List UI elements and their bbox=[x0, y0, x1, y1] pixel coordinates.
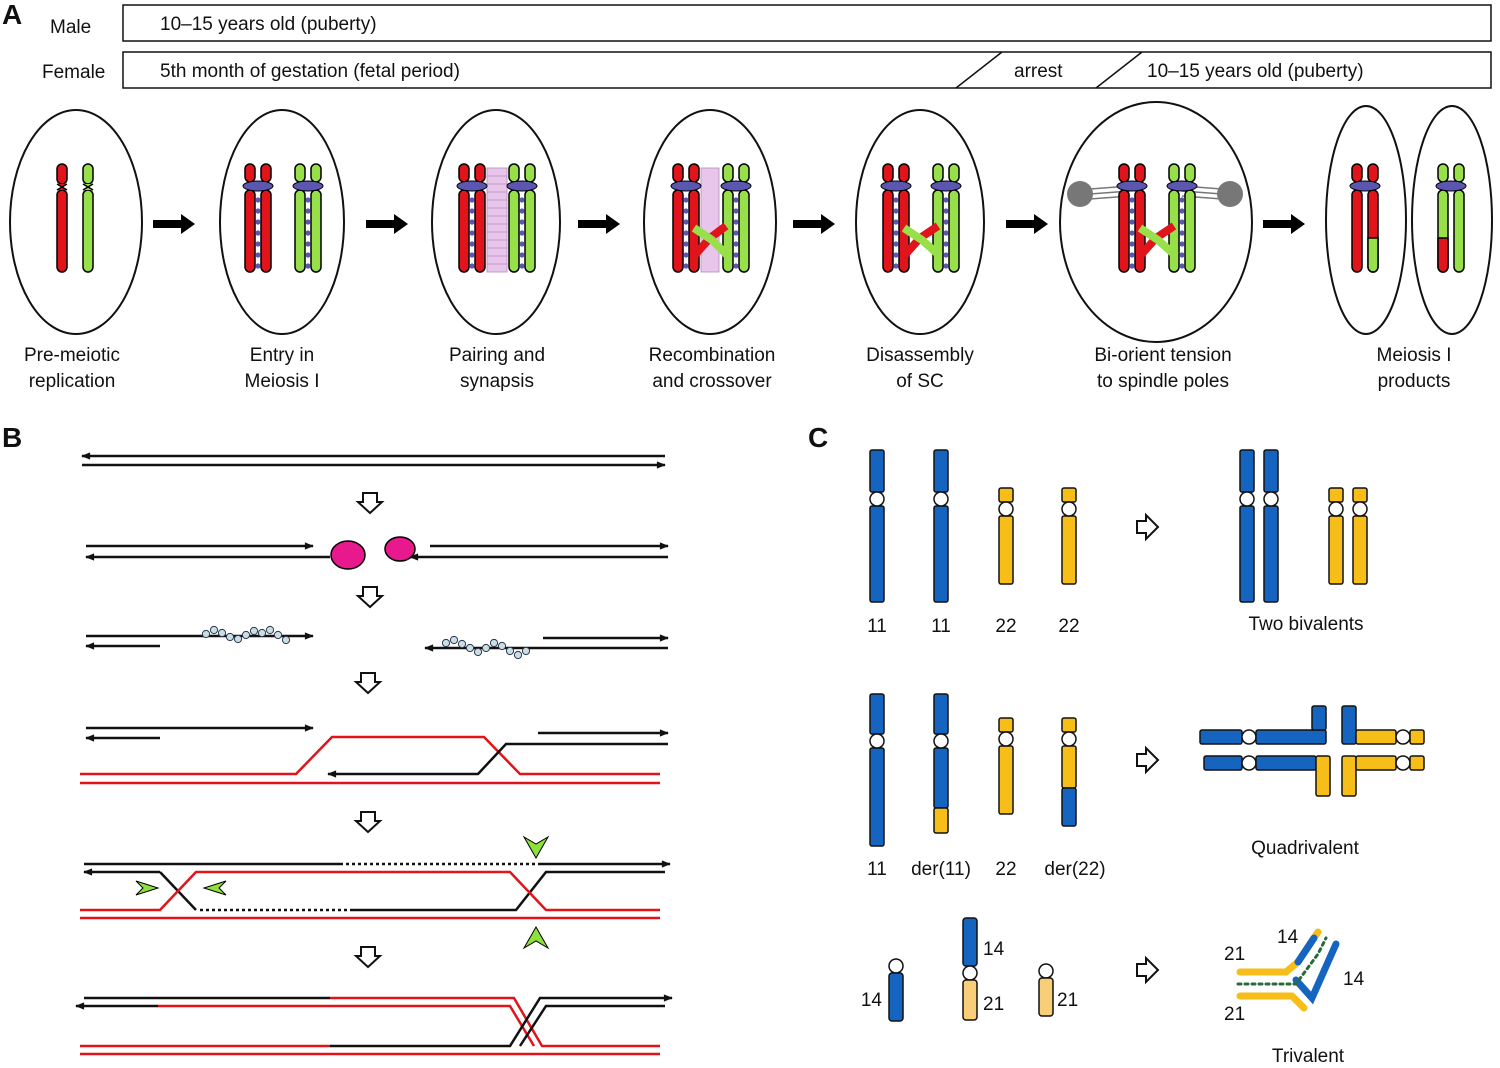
stage-2-label-line1: Entry in bbox=[250, 345, 314, 366]
stage-3-label-line2: synapsis bbox=[460, 371, 534, 392]
crossover-green bbox=[691, 224, 731, 259]
spindle-pole-left bbox=[1067, 181, 1093, 207]
panel-a-letter: A bbox=[2, 0, 22, 30]
trivalent bbox=[1236, 928, 1340, 1012]
stage-7-label-line2: products bbox=[1378, 371, 1451, 392]
stage-6-label-line1: Bi-orient tension bbox=[1094, 345, 1231, 366]
intact-duplex bbox=[81, 452, 666, 469]
stage-2-label-line2: Meiosis I bbox=[245, 371, 320, 392]
stage-5-label-line2: of SC bbox=[896, 371, 944, 392]
spo11-right bbox=[384, 536, 416, 562]
trivalent-label-21-bottom: 21 bbox=[1224, 1004, 1245, 1025]
stage-labels: Pre-meiotic replication Entry in Meiosis… bbox=[24, 345, 1452, 392]
step-arrow-2 bbox=[357, 586, 383, 608]
panel-b-letter: B bbox=[2, 422, 22, 453]
timeline: Male 10–15 years old (puberty) Female 5t… bbox=[42, 4, 1492, 89]
female-timeline-bar bbox=[122, 51, 1492, 89]
row1-label-4: 22 bbox=[1058, 616, 1079, 637]
male-timeline-bar bbox=[122, 4, 1492, 42]
row3-label-3: 21 bbox=[983, 994, 1004, 1015]
resected-ends bbox=[85, 632, 669, 652]
panel-b: B bbox=[2, 422, 673, 1056]
strand-invasion bbox=[80, 724, 669, 785]
row3-label-1: 14 bbox=[861, 990, 883, 1011]
red-chromosome bbox=[56, 163, 68, 273]
step-arrow-1 bbox=[357, 492, 383, 514]
stage-2-cell bbox=[219, 109, 345, 335]
stage-4-cell bbox=[643, 109, 777, 335]
synaptonemal-complex bbox=[486, 167, 508, 273]
row1-chromosomes bbox=[869, 449, 1077, 603]
stage-5-label-line1: Disassembly bbox=[866, 345, 974, 366]
stage-arrow-5 bbox=[1006, 214, 1048, 234]
female-start-text: 5th month of gestation (fetal period) bbox=[160, 61, 460, 82]
male-timeline-text: 10–15 years old (puberty) bbox=[160, 14, 377, 35]
stage-4-label-line1: Recombination bbox=[649, 345, 776, 366]
row2-chromosomes bbox=[869, 693, 1077, 847]
stage-6-cell bbox=[1059, 101, 1253, 343]
female-end-text: 10–15 years old (puberty) bbox=[1147, 61, 1364, 82]
stage-7-cells bbox=[1325, 105, 1493, 335]
step-arrow-5 bbox=[355, 946, 381, 968]
row1-label-3: 22 bbox=[995, 616, 1016, 637]
stage-5-cell bbox=[855, 109, 985, 335]
row1-label-1: 11 bbox=[867, 616, 887, 637]
two-bivalents bbox=[1239, 449, 1368, 603]
stage-arrow-4 bbox=[793, 214, 835, 234]
spindle-pole-right bbox=[1217, 181, 1243, 207]
step-arrow-4 bbox=[355, 811, 381, 833]
stage-1-label-line2: replication bbox=[29, 371, 116, 392]
male-label: Male bbox=[50, 17, 91, 38]
row2-label-4: der(22) bbox=[1044, 859, 1105, 880]
row1-arrow bbox=[1136, 514, 1159, 540]
trivalent-label-21-top: 21 bbox=[1224, 944, 1245, 965]
row2-label-1: 11 bbox=[867, 859, 887, 880]
step-arrow-3 bbox=[355, 672, 381, 694]
trivalent-label: Trivalent bbox=[1272, 1046, 1345, 1067]
row3-label-4: 21 bbox=[1057, 990, 1078, 1011]
stage-arrow-3 bbox=[578, 214, 620, 234]
stage-6-label-line2: to spindle poles bbox=[1097, 371, 1229, 392]
row3-chromosomes bbox=[888, 917, 1054, 1022]
row2-arrow bbox=[1136, 747, 1159, 773]
row1-label-2: 11 bbox=[931, 616, 951, 637]
female-label: Female bbox=[42, 62, 105, 83]
double-strand-break bbox=[85, 542, 669, 561]
spo11-left bbox=[330, 540, 366, 570]
quadrivalent bbox=[1199, 705, 1425, 797]
female-arrest-text: arrest bbox=[1014, 61, 1063, 82]
trivalent-label-14-right: 14 bbox=[1343, 969, 1365, 990]
stage-1-label-line1: Pre-meiotic bbox=[24, 345, 120, 366]
row3-arrow bbox=[1136, 957, 1159, 983]
stage-3-label-line1: Pairing and bbox=[449, 345, 545, 366]
stage-3-cell bbox=[431, 109, 561, 335]
cleavage-arrowhead-1 bbox=[135, 880, 160, 896]
crossover-product bbox=[75, 994, 673, 1056]
row2-label-3: 22 bbox=[995, 859, 1016, 880]
double-holliday-junction bbox=[80, 835, 671, 950]
stage-4-label-line2: and crossover bbox=[652, 371, 772, 392]
row2-label-2: der(11) bbox=[911, 859, 971, 880]
arrest-break-left bbox=[955, 51, 1003, 89]
stage-1-cell bbox=[9, 109, 143, 335]
green-chromosome bbox=[82, 163, 94, 273]
panel-a: A Male 10–15 years old (puberty) Female … bbox=[2, 0, 1493, 392]
stage-arrow-1 bbox=[153, 214, 195, 234]
filament-beads bbox=[201, 625, 531, 660]
cleavage-arrowhead-2 bbox=[202, 880, 227, 896]
stage-arrow-2 bbox=[366, 214, 408, 234]
cleavage-arrowhead-3 bbox=[522, 835, 550, 860]
quadrivalent-label: Quadrivalent bbox=[1251, 838, 1359, 859]
two-bivalents-label: Two bivalents bbox=[1248, 614, 1363, 635]
row3-label-2: 14 bbox=[983, 939, 1005, 960]
stage-7-label-line1: Meiosis I bbox=[1377, 345, 1452, 366]
arrest-break-right bbox=[1095, 51, 1143, 89]
cleavage-arrowhead-4 bbox=[522, 925, 550, 950]
stage-arrow-6 bbox=[1263, 214, 1305, 234]
trivalent-label-14-top: 14 bbox=[1277, 927, 1299, 948]
panel-c-letter: C bbox=[808, 422, 828, 453]
panel-c: C 11 11 22 22 bbox=[808, 422, 1425, 1067]
